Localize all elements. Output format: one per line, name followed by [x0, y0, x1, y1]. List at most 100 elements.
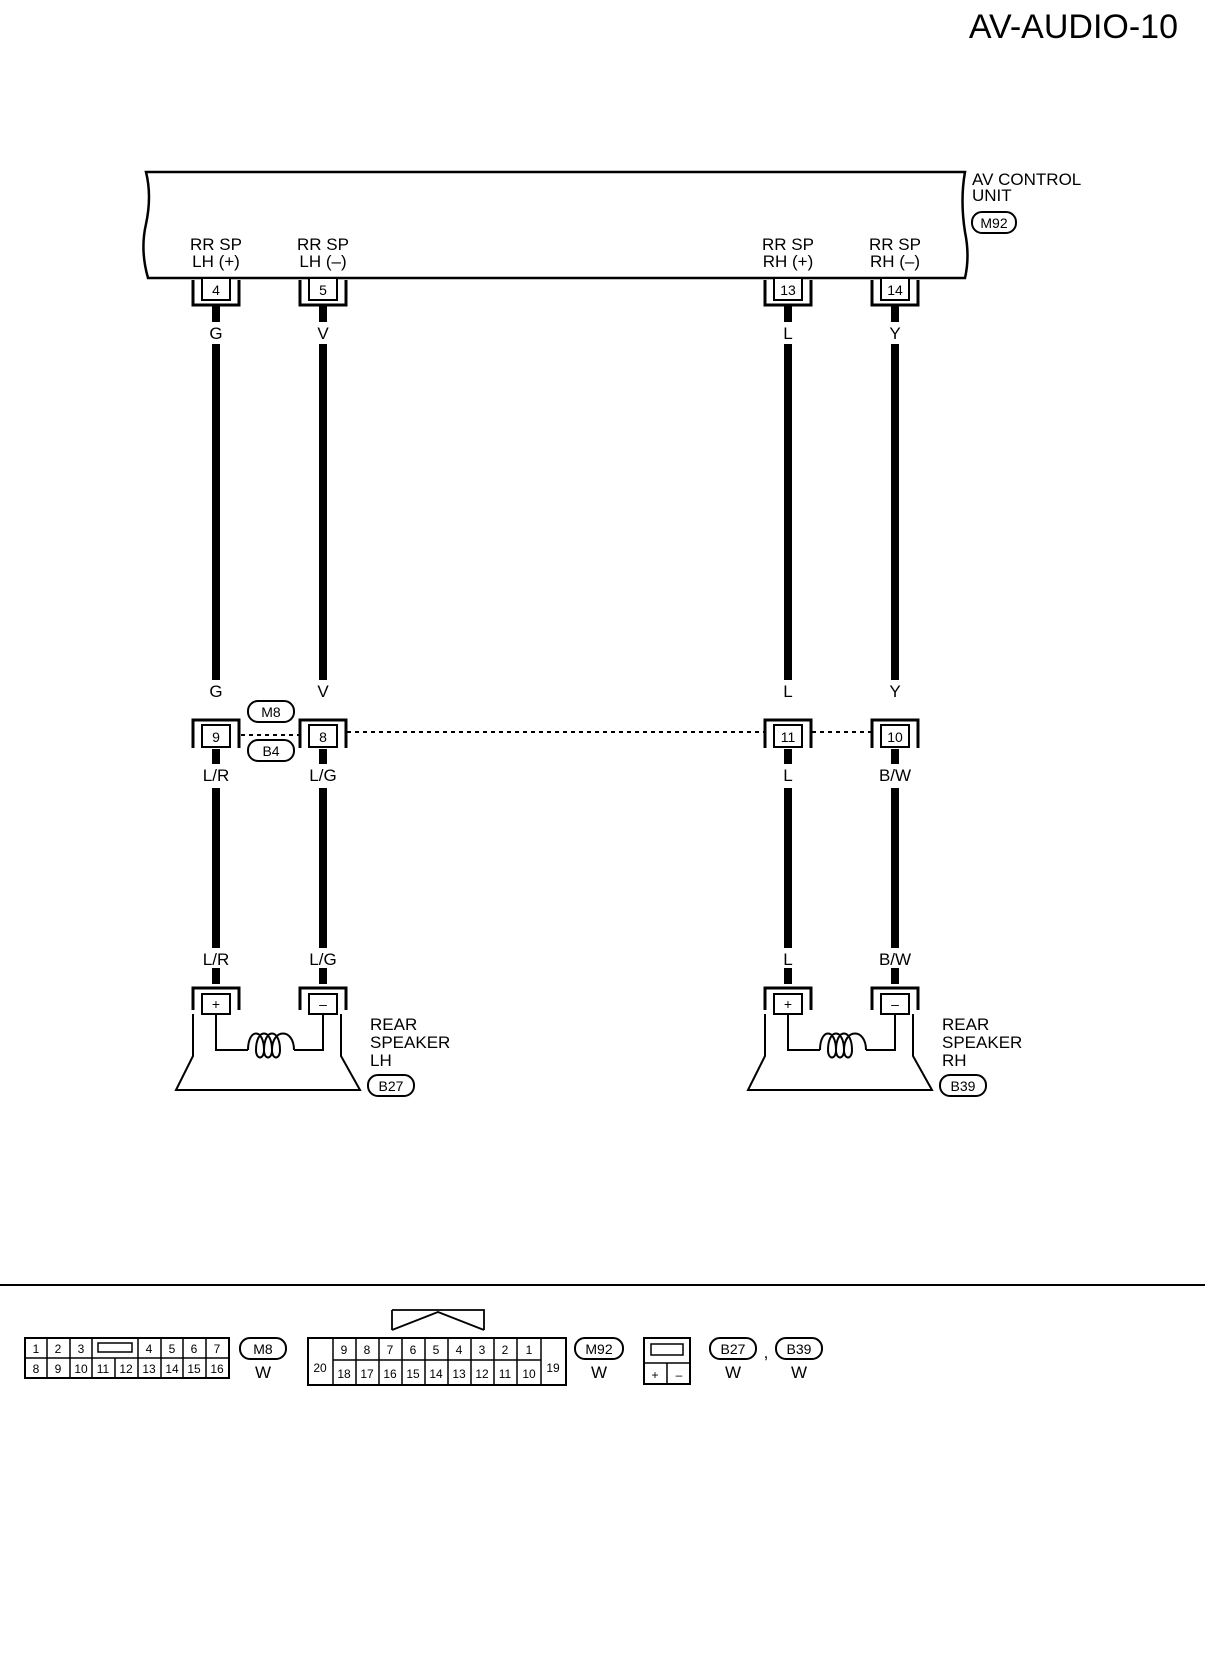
terminal-pin-number: 13: [780, 282, 796, 298]
joint-pin-number: 9: [212, 729, 220, 745]
speaker-name-line1: REAR: [942, 1015, 989, 1034]
m92-pin: 9: [341, 1343, 348, 1357]
m8-pin: 13: [142, 1362, 156, 1376]
m92-pin: 12: [475, 1367, 489, 1381]
m92-pin: 11: [499, 1367, 512, 1381]
wire-color-label: B/W: [879, 766, 911, 785]
speaker-name-line1: REAR: [370, 1015, 417, 1034]
speaker-name-line2: SPEAKER: [942, 1033, 1022, 1052]
m92-pin: 14: [429, 1367, 443, 1381]
terminal-label: RH (–): [870, 252, 920, 271]
m8-pin: 7: [214, 1342, 221, 1356]
wire-color-label: B/W: [879, 950, 911, 969]
joint-pin-8: 8: [298, 718, 348, 748]
terminal-label: RR SP: [297, 235, 349, 254]
m8-pin: 4: [146, 1342, 153, 1356]
connector-view-speaker: + – B27 , B39 W W: [643, 1337, 823, 1385]
speaker-name-line3: LH: [370, 1051, 392, 1070]
m92-pin: 4: [456, 1343, 463, 1357]
joint-pin-number: 11: [781, 729, 796, 745]
spk-connector-color: W: [725, 1363, 741, 1382]
terminal-label: LH (–): [299, 252, 346, 271]
m8-connector-id: M8: [253, 1341, 273, 1357]
m92-pin: 6: [410, 1343, 417, 1357]
av-unit-name-line2: UNIT: [972, 186, 1012, 205]
wire-color-label: Y: [889, 682, 900, 701]
m8-pin: 9: [55, 1362, 62, 1376]
terminal-rr-sp-lh-minus: RR SP LH (–) 5: [297, 235, 349, 307]
joint-pin-10: 10: [870, 718, 920, 748]
terminal-label: RH (+): [763, 252, 814, 271]
rear-speaker-rh: + – REAR SPEAKER RH B39: [746, 986, 1022, 1097]
wire-color-label: L/R: [203, 950, 229, 969]
speaker-name-line2: SPEAKER: [370, 1033, 450, 1052]
m8-pin: 3: [78, 1342, 85, 1356]
speaker-minus-terminal: –: [891, 996, 899, 1012]
terminal-label: LH (+): [192, 252, 240, 271]
connector-view-m8: 1 2 3 4 5 6 7 8 9 10 11 12 13 14 15 16 M…: [24, 1337, 287, 1382]
wire-color-label: L: [783, 682, 792, 701]
upper-wires: [212, 306, 899, 680]
terminal-rr-sp-rh-minus: RR SP RH (–) 14: [869, 235, 921, 307]
joint-connector-badge: [247, 700, 295, 723]
terminal-rr-sp-lh-plus: RR SP LH (+) 4: [190, 235, 242, 307]
m92-pin: 10: [522, 1367, 536, 1381]
joint-pin-number: 8: [319, 729, 327, 745]
connector-view-m92: 9 8 7 6 5 4 3 2 1 18 17 16 15 14 13 12 1…: [307, 1309, 624, 1386]
speaker-name-line3: RH: [942, 1051, 967, 1070]
m8-pin: 11: [97, 1362, 110, 1376]
speaker-coil-icon: [247, 1032, 295, 1059]
m92-pin: 16: [383, 1367, 397, 1381]
wire-color-label: L/G: [309, 950, 336, 969]
terminal-label: RR SP: [869, 235, 921, 254]
terminal-label: RR SP: [190, 235, 242, 254]
spk-connector-color: W: [791, 1363, 807, 1382]
rear-speaker-lh: + – REAR SPEAKER LH B27: [174, 986, 450, 1097]
joint-pin-9: 9: [191, 718, 241, 748]
av-control-unit: AV CONTROL UNIT M92: [142, 170, 1081, 280]
av-unit-name-line1: AV CONTROL: [972, 170, 1081, 189]
m8-pin: 6: [191, 1342, 198, 1356]
m92-pin: 20: [313, 1361, 327, 1375]
m92-pin: 3: [479, 1343, 486, 1357]
m92-pin: 19: [546, 1361, 560, 1375]
m8-pin: 10: [74, 1362, 88, 1376]
m8-pin: 1: [33, 1342, 40, 1356]
m92-pin: 17: [360, 1367, 374, 1381]
wire-color-label: L: [783, 766, 792, 785]
connector-latch-icon: [97, 1342, 133, 1353]
spk-connector-minus: –: [676, 1368, 683, 1382]
wire-color-label: V: [317, 682, 329, 701]
joint-connector-row: G V L Y 9 8 11 10: [191, 682, 920, 785]
speaker-connector-id: B39: [951, 1078, 976, 1094]
m92-pin: 15: [406, 1367, 420, 1381]
m8-pin: 2: [55, 1342, 62, 1356]
wire-color-label: L: [783, 950, 792, 969]
m8-pin: 14: [165, 1362, 179, 1376]
speaker-plus-terminal: +: [784, 996, 792, 1012]
m8-pin: 12: [119, 1362, 133, 1376]
m92-pin: 7: [387, 1343, 394, 1357]
wire-color-label: L/R: [203, 766, 229, 785]
joint-connector-id-upper: M8: [261, 704, 281, 720]
speaker-plus-terminal: +: [212, 996, 220, 1012]
wire-color-label: L/G: [309, 766, 336, 785]
spk-connector-plus: +: [651, 1368, 658, 1382]
wire-color-label: L: [783, 324, 792, 343]
m92-pin: 1: [526, 1343, 533, 1357]
wire-color-label: Y: [889, 324, 900, 343]
m92-pin: 8: [364, 1343, 371, 1357]
m92-connector-color: W: [591, 1363, 607, 1382]
m8-pin: 15: [187, 1362, 201, 1376]
m8-connector-color: W: [255, 1363, 271, 1382]
spk-connector-id: B27: [721, 1341, 746, 1357]
spk-connector-id: B39: [787, 1341, 812, 1357]
connector-latch-icon: [650, 1343, 684, 1356]
wire-color-label: G: [209, 324, 222, 343]
speaker-connector-id: B27: [379, 1078, 404, 1094]
page-title: AV-AUDIO-10: [969, 8, 1178, 46]
m8-pin: 5: [169, 1342, 176, 1356]
m8-pin: 16: [210, 1362, 224, 1376]
lower-wires: [212, 749, 899, 984]
spk-connector-separator: ,: [764, 1343, 769, 1362]
